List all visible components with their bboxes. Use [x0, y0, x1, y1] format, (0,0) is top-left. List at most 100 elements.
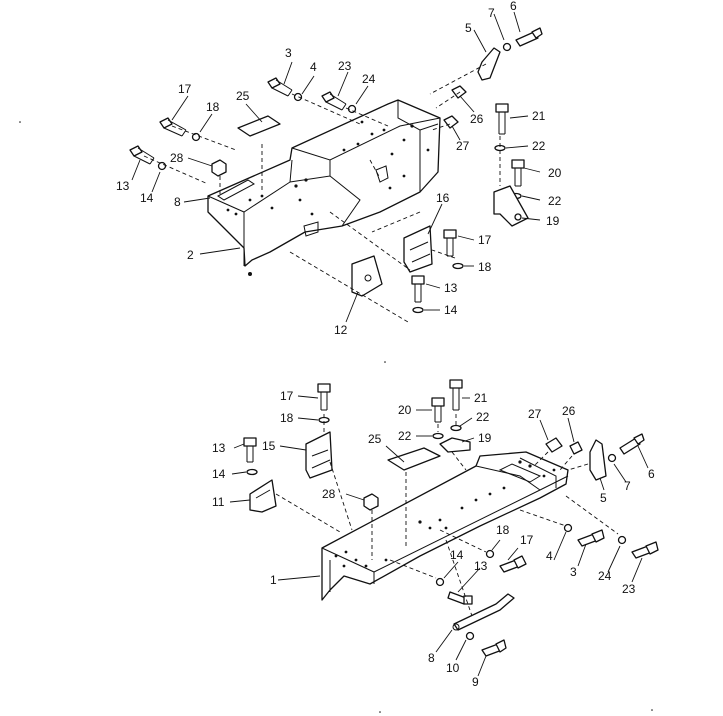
label-21-top: 21	[532, 109, 546, 123]
label-17-top-b: 17	[478, 233, 492, 247]
label-19-top: 19	[546, 214, 560, 228]
label-20-top: 20	[548, 166, 562, 180]
bottom-labels: 17 18 15 13 14 11 28 25 21 20 22 22 19 2…	[212, 389, 655, 689]
label-5-bottom: 5	[600, 491, 607, 505]
label-7-top: 7	[488, 6, 495, 20]
label-14-top-a: 14	[140, 191, 154, 205]
label-3-bottom: 3	[570, 565, 577, 579]
bolt-23-bottom	[631, 541, 659, 559]
label-10-bottom: 10	[446, 661, 460, 675]
bracket-19-bottom	[439, 437, 471, 453]
top-assembly-lines	[143, 63, 501, 323]
label-6-bottom: 6	[648, 467, 655, 481]
nut-28-top	[211, 159, 227, 177]
washer-7-bottom	[607, 453, 617, 463]
washer-22-bottom-a	[450, 424, 462, 432]
label-13-top-a: 13	[116, 179, 130, 193]
washer-18-top-left	[191, 132, 201, 142]
label-24-bottom: 24	[598, 569, 612, 583]
washer-24-bottom	[617, 535, 627, 545]
bracket-19-top	[493, 185, 529, 227]
washer-14-top-right	[412, 306, 424, 314]
label-22-top-b: 22	[548, 194, 562, 208]
label-17-top-a: 17	[178, 82, 192, 96]
label-22-bottom-a: 22	[476, 410, 490, 424]
washer-14-top-left	[157, 161, 167, 171]
print-specks	[19, 121, 653, 713]
label-24-top: 24	[362, 72, 376, 86]
label-21-bottom: 21	[474, 391, 488, 405]
label-13-bottom-b: 13	[474, 559, 488, 573]
cap-26-top	[451, 85, 467, 99]
label-14-top-b: 14	[444, 303, 458, 317]
label-28-bottom: 28	[322, 487, 336, 501]
bolt-17-top-right	[443, 229, 457, 257]
washer-4-top	[293, 92, 303, 102]
bolt-17-bottom-left	[317, 383, 331, 411]
bolt-13-bottom-right	[447, 591, 473, 605]
label-28-top: 28	[170, 151, 184, 165]
bottom-leader-lines	[229, 395, 649, 677]
washer-10-bottom	[465, 631, 475, 641]
washer-14-bottom-left	[246, 468, 258, 476]
label-18-top-b: 18	[478, 260, 492, 274]
label-23-top: 23	[338, 59, 352, 73]
cap-27-bottom	[545, 437, 563, 453]
label-5-top: 5	[465, 21, 472, 35]
bolt-17-bottom-right	[499, 555, 527, 573]
label-18-bottom-a: 18	[280, 411, 294, 425]
bracket-12-top	[351, 255, 383, 297]
nut-28-bottom	[363, 493, 379, 511]
label-1-bottom: 1	[270, 573, 277, 587]
cap-26-bottom	[569, 441, 583, 455]
bolt-20-top	[511, 159, 525, 187]
bracket-15-bottom	[305, 431, 333, 479]
bracket-16-top	[403, 225, 433, 273]
top-main-frame	[207, 99, 441, 276]
label-25-top: 25	[236, 89, 250, 103]
top-leader-lines	[131, 11, 541, 323]
bottom-assembly-lines	[275, 414, 619, 617]
label-6-top: 6	[510, 0, 517, 13]
label-4-top: 4	[310, 60, 317, 74]
plate-25-bottom	[387, 447, 441, 471]
plate-25-top	[237, 115, 281, 137]
link-5-bottom	[589, 439, 607, 481]
bolt-6-bottom	[619, 433, 645, 455]
label-7-bottom: 7	[624, 479, 631, 493]
bottom-main-frame	[321, 451, 569, 601]
label-12-top: 12	[334, 323, 348, 337]
washer-18-bottom-right	[485, 549, 495, 559]
bolt-6-top	[515, 27, 543, 47]
label-16-top: 16	[436, 191, 450, 205]
cap-27-top	[443, 115, 459, 129]
label-13-top-b: 13	[444, 281, 458, 295]
label-22-bottom-b: 22	[398, 429, 412, 443]
label-14-bottom-b: 14	[450, 548, 464, 562]
bracket-19-hole	[514, 213, 522, 221]
top-assembly: 3 4 23 24 25 17 18 13 14 28 8 2 5 7 6 26…	[116, 0, 562, 337]
bolt-21-bottom	[449, 379, 463, 411]
label-22-top-a: 22	[532, 139, 546, 153]
washer-22-bottom-b	[432, 432, 444, 440]
bolt-3-bottom	[577, 529, 605, 547]
label-27-top: 27	[456, 139, 470, 153]
label-20-bottom: 20	[398, 403, 412, 417]
label-25-bottom: 25	[368, 432, 382, 446]
bolt-23-top	[321, 91, 347, 111]
bolt-21-top	[495, 103, 509, 135]
label-26-bottom: 26	[562, 404, 576, 418]
label-23-bottom: 23	[622, 582, 636, 596]
bolt-20-bottom	[431, 397, 445, 423]
label-18-top-a: 18	[206, 100, 220, 114]
washer-7-top	[502, 42, 512, 52]
bracket-11-bottom	[249, 479, 277, 513]
bolt-13-bottom-left	[243, 437, 257, 463]
label-14-bottom-a: 14	[212, 467, 226, 481]
label-4-bottom: 4	[546, 549, 553, 563]
label-17-bottom-a: 17	[280, 389, 294, 403]
top-labels: 3 4 23 24 25 17 18 13 14 28 8 2 5 7 6 26…	[116, 0, 562, 337]
bolt-17-top-left	[159, 117, 187, 137]
